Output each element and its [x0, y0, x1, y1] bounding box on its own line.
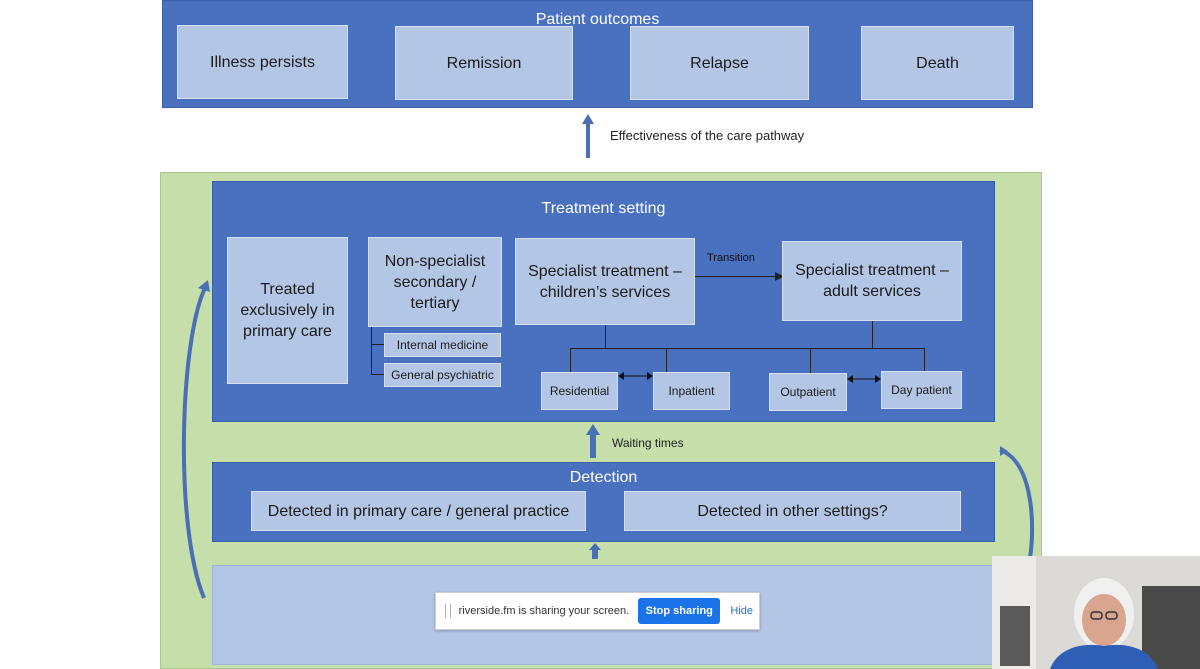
specialist-adult-box: Specialist treatment – adult services — [782, 241, 962, 321]
webcam-video — [992, 556, 1200, 669]
effectiveness-label: Effectiveness of the care pathway — [610, 128, 805, 143]
stop-sharing-button[interactable]: Stop sharing — [638, 598, 721, 624]
screen-share-bar: riverside.fm is sharing your screen. Sto… — [435, 592, 760, 630]
detection-panel: Detection Detected in primary care / gen… — [212, 462, 995, 542]
inpatient-box: Inpatient — [653, 372, 730, 410]
day-patient-box: Day patient — [881, 371, 962, 409]
right-loop-arrow-icon — [999, 446, 1035, 559]
drag-handle-icon[interactable] — [445, 604, 451, 618]
transition-label: Transition — [707, 252, 755, 264]
outcome-relapse: Relapse — [630, 26, 809, 100]
internal-medicine-box: Internal medicine — [384, 333, 501, 357]
outcome-remission: Remission — [395, 26, 573, 100]
treatment-setting-title: Treatment setting — [541, 200, 666, 217]
transition-arrowhead-icon — [775, 272, 784, 281]
transition-arrow-line — [695, 276, 783, 277]
treated-primary-care-box: Treated exclusively in primary care — [227, 237, 348, 384]
connector-inpatient — [666, 348, 667, 373]
connector-day-patient — [924, 348, 925, 372]
outcome-illness-persists: Illness persists — [177, 25, 348, 99]
waiting-times-arrow-icon — [586, 424, 600, 458]
outpatient-daypatient-double-arrow-icon — [847, 375, 881, 383]
residential-box: Residential — [541, 372, 618, 410]
outpatient-box: Outpatient — [769, 373, 847, 411]
detected-primary-care-box: Detected in primary care / general pract… — [251, 491, 586, 531]
hide-button[interactable]: Hide — [724, 604, 759, 618]
adult-connector-down — [872, 321, 873, 348]
webcam-person-image — [992, 556, 1200, 669]
specialist-children-box: Specialist treatment – children’s servic… — [515, 238, 695, 325]
detected-other-settings-box: Detected in other settings? — [624, 491, 961, 531]
non-specialist-box: Non-specialist secondary / tertiary — [368, 237, 502, 327]
detection-title: Detection — [569, 469, 638, 486]
bracket-line-vertical — [371, 327, 372, 375]
waiting-times-label: Waiting times — [612, 436, 684, 450]
general-psychiatric-box: General psychiatric — [384, 363, 501, 387]
children-connector-down — [605, 325, 606, 348]
bracket-line-psychiatric — [371, 374, 384, 375]
connector-residential — [570, 348, 571, 373]
connector-horizontal — [570, 348, 925, 349]
outcome-death: Death — [861, 26, 1014, 100]
effectiveness-arrow-icon — [582, 114, 594, 158]
share-message: riverside.fm is sharing your screen. — [458, 605, 630, 617]
patient-outcomes-panel: Patient outcomes Illness persists Remiss… — [162, 0, 1033, 108]
residential-inpatient-double-arrow-icon — [618, 372, 653, 380]
connector-outpatient — [810, 348, 811, 373]
bracket-line-internal — [371, 344, 384, 345]
patient-outcomes-title: Patient outcomes — [535, 11, 660, 28]
treatment-setting-panel: Treatment setting Treated exclusively in… — [212, 181, 995, 422]
detection-up-arrow-icon — [589, 543, 601, 559]
left-loop-arrow-icon — [181, 280, 210, 599]
